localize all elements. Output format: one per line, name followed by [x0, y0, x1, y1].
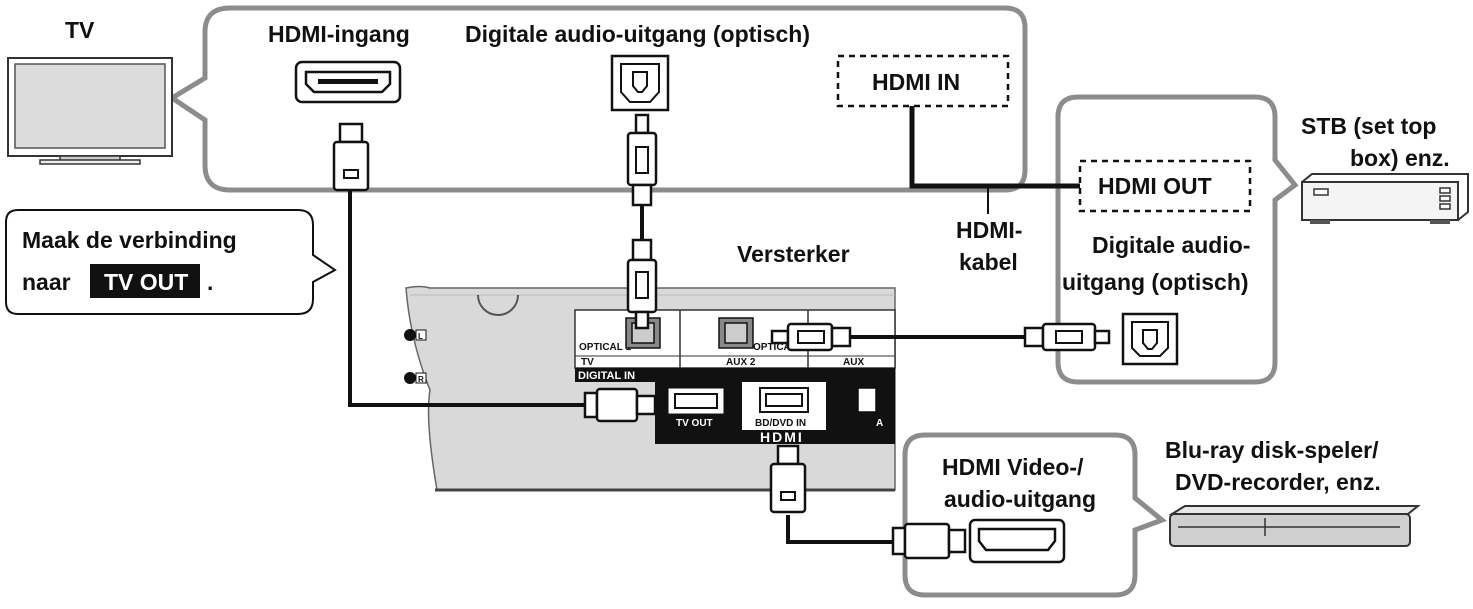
channel-r-label: R: [418, 375, 424, 384]
amp-optical-plug-icon: [626, 238, 658, 330]
tv-out-badge-text: TV OUT: [104, 269, 188, 295]
stb-optical-plug-icon: [1023, 322, 1111, 352]
amp-optical2-port-icon: [718, 317, 754, 349]
amp-bd-hdmi-plug-icon: [769, 444, 807, 514]
player-hdmi-plug-icon: [891, 522, 967, 560]
stb-hdmi-out-box: [1078, 159, 1252, 213]
tv-hdmi-in-label: HDMI IN: [872, 69, 960, 95]
stb-label-line1: STB (set top: [1301, 113, 1436, 139]
tv-hdmi-plug-icon: [332, 122, 370, 192]
tv-label: TV: [65, 17, 95, 43]
stb-optical-port-icon: [1121, 312, 1179, 366]
amp-tv-out-hdmi-plug-icon: [583, 387, 657, 423]
amplifier-label: Versterker: [737, 241, 850, 267]
hdmi-logo: HDMI: [760, 429, 804, 445]
player-label-line1: Blu-ray disk-speler/: [1165, 437, 1379, 463]
instruction-callout-bubble: [5, 209, 337, 315]
stb-label-line2: box) enz.: [1350, 145, 1450, 171]
player-hdmi-label-line2: audio-uitgang: [944, 486, 1096, 512]
tv-out-badge: [90, 264, 200, 298]
instruction-post: .: [207, 269, 213, 295]
hdmi-ingang-label: HDMI-ingang: [268, 21, 410, 47]
tv-icon: [7, 57, 173, 165]
instruction-line1: Maak de verbinding: [22, 227, 237, 253]
hdmi-cable-tv-amp: [348, 190, 585, 407]
tv-optical-port-icon: [610, 54, 670, 112]
player-label-line2: DVD-recorder, enz.: [1175, 469, 1381, 495]
player-hdmi-label-line1: HDMI Video-/: [942, 454, 1084, 480]
tv-hdmi-input-port-icon: [294, 60, 402, 104]
aux2-label: AUX 2: [726, 357, 756, 368]
hdmi-cable-label-line2: kabel: [959, 249, 1018, 275]
tv-digital-audio-out-label: Digitale audio-uitgang (optisch): [465, 21, 810, 47]
optical1-tv-label: TV: [581, 357, 594, 368]
aux-hdmi-partial-label: A: [876, 418, 883, 429]
hdmi-cable-amp-player: [786, 515, 893, 544]
tv-optical-plug-icon: [626, 113, 658, 207]
bd-dvd-in-port-label: BD/DVD IN: [755, 418, 806, 429]
channel-l-label: L: [418, 332, 423, 341]
stb-digital-audio-label-line1: Digitale audio-: [1092, 232, 1250, 258]
player-hdmi-port-icon: [968, 518, 1066, 564]
stb-digital-audio-label-line2: uitgang (optisch): [1062, 269, 1249, 295]
amp-aux-optical-plug-icon: [770, 322, 852, 352]
hdmi-cable-tv-stb: [909, 106, 1080, 189]
bluray-player-icon: [1168, 505, 1421, 547]
instruction-pre: naar: [22, 269, 71, 295]
tv-hdmi-in-box: [836, 54, 1010, 108]
stb-hdmi-out-label: HDMI OUT: [1098, 173, 1212, 199]
tv-out-port-label: TV OUT: [676, 418, 713, 429]
digital-in-label: DIGITAL IN: [578, 370, 635, 382]
tv-callout-bubble: [167, 5, 1028, 193]
aux-label: AUX: [843, 357, 864, 368]
optical2-label: OPTICAL: [753, 342, 797, 353]
set-top-box-icon: [1301, 173, 1469, 224]
hdmi-cable-label-line1: HDMI-: [956, 217, 1022, 243]
optical1-label: OPTICAL 1: [579, 342, 631, 353]
